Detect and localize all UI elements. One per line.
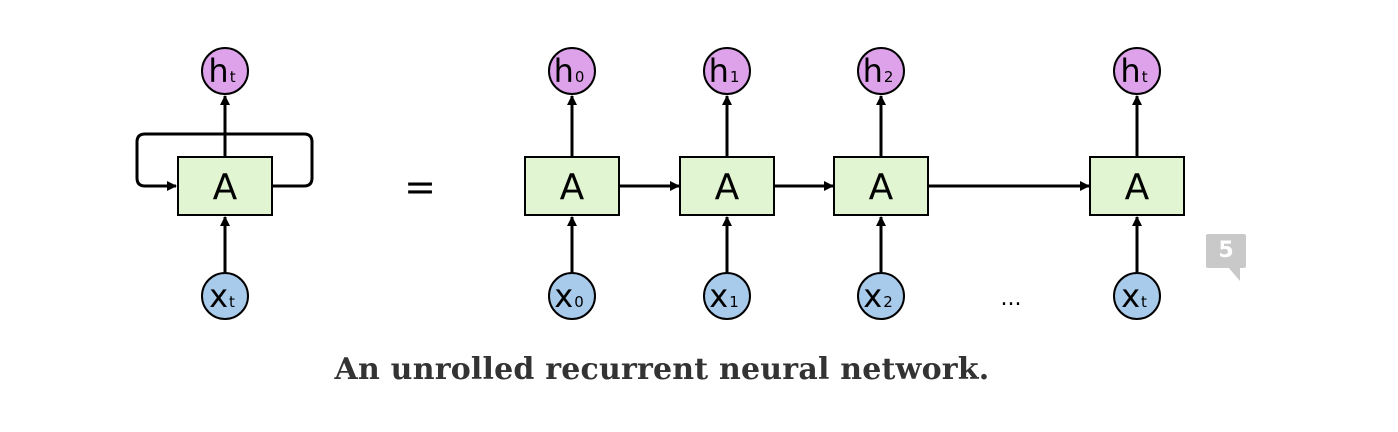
step-2-output-node-subscript: 2 (884, 68, 894, 86)
step-2-cell-label: A (869, 167, 894, 208)
step-2-input-node: x2 (857, 272, 905, 320)
step-0-input-node-subscript: 0 (574, 293, 584, 311)
recurrent-loop-arrow (135, 132, 314, 191)
folded-output-node-circle (201, 47, 249, 95)
folded-output-node-subscript: t (230, 68, 236, 86)
step-2-output-node: h2 (857, 47, 905, 95)
step-3-output-node-subscript: t (1142, 68, 1148, 86)
step-0-cell-label: A (560, 167, 585, 208)
step-1-output-node-circle (703, 47, 751, 95)
step-0-cell-box (524, 156, 620, 216)
folded-cell-box (177, 156, 273, 216)
comment-count-badge[interactable]: 5 (1206, 234, 1246, 281)
folded-cell-label: A (213, 167, 238, 208)
step-0-input-node: x0 (548, 272, 596, 320)
step-1-cell-label: A (715, 167, 740, 208)
step-1-output-node: h1 (703, 47, 751, 95)
folded-input-node-subscript: t (229, 293, 235, 311)
folded-output-node: ht (201, 47, 249, 95)
step-3-input-node-circle (1113, 272, 1161, 320)
step-2-input-node-circle (857, 272, 905, 320)
step-1-cell-box (679, 156, 775, 216)
step-2-input-node-subscript: 2 (883, 293, 893, 311)
step-0-output-node-subscript: 0 (575, 68, 585, 86)
step-3-output-node-circle (1113, 47, 1161, 95)
step-0-output-node-circle (548, 47, 596, 95)
step-3-input-node-subscript: t (1141, 293, 1147, 311)
step-1-output-node-subscript: 1 (730, 68, 740, 86)
step-0-cell: A (524, 156, 620, 216)
step-1-cell: A (679, 156, 775, 216)
step-1-input-node: x1 (703, 272, 751, 320)
step-0-output-node: h0 (548, 47, 596, 95)
step-1-input-node-subscript: 1 (729, 293, 739, 311)
step-3-output-node: ht (1113, 47, 1161, 95)
step-1-input-node-circle (703, 272, 751, 320)
step-2-output-node-circle (857, 47, 905, 95)
step-3-cell-box (1089, 156, 1185, 216)
figure-caption: An unrolled recurrent neural network. (334, 352, 990, 387)
equals-sign: = (404, 165, 436, 209)
step-2-cell: A (833, 156, 929, 216)
folded-input-node-circle (201, 272, 249, 320)
folded-input-node: xt (201, 272, 249, 320)
ellipsis: ... (1001, 286, 1022, 311)
step-3-cell: A (1089, 156, 1185, 216)
step-3-cell-label: A (1125, 167, 1150, 208)
step-0-input-node-circle (548, 272, 596, 320)
folded-cell: A (177, 156, 273, 216)
step-2-cell-box (833, 156, 929, 216)
step-3-input-node: xt (1113, 272, 1161, 320)
